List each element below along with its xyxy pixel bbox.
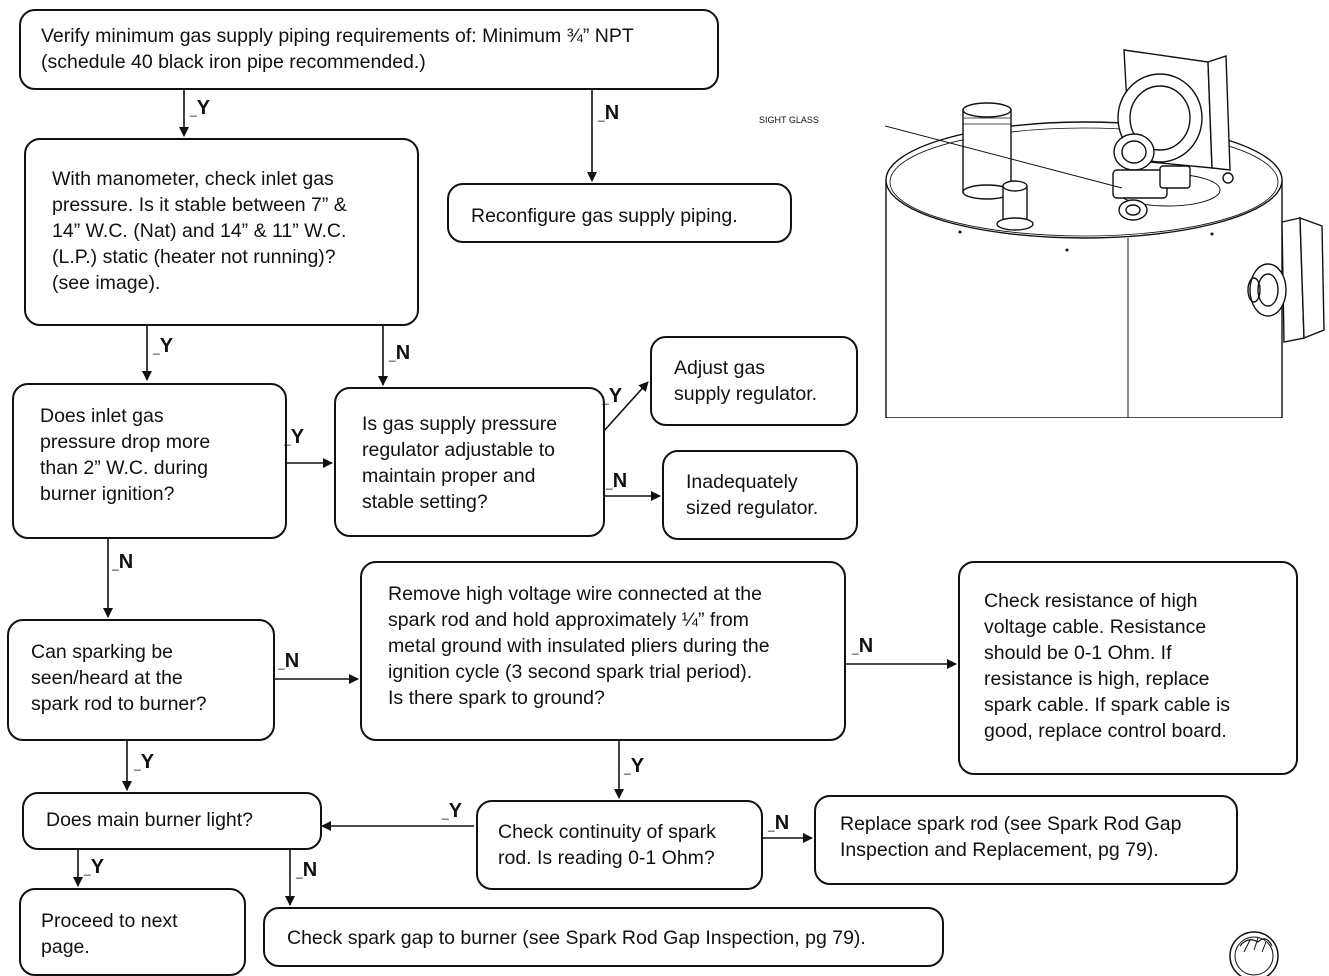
box-proceed-next-text: Proceed to next page. xyxy=(41,910,178,958)
label-yes-b8-b11: Y xyxy=(134,752,154,774)
label-no-b5-b7: N xyxy=(606,471,627,493)
box-verify-piping-text: Verify minimum gas supply piping require… xyxy=(41,25,634,73)
box-check-inlet-pressure-text: With manometer, check inlet gas pressure… xyxy=(52,168,347,294)
arrow-b5-b6 xyxy=(602,381,649,433)
box-sparking-seen: Can sparking be seen/heard at the spark … xyxy=(7,619,275,741)
label-no-b1-b3: N xyxy=(598,103,619,125)
box-replace-spark-rod-text: Replace spark rod (see Spark Rod Gap Ins… xyxy=(840,813,1182,861)
label-no-b11-b15: N xyxy=(296,860,317,882)
label-no-b9-b10: N xyxy=(852,636,873,658)
box-regulator-adjustable: Is gas supply pressure regulator adjusta… xyxy=(334,387,605,537)
box-inadequate-regulator: Inadequately sized regulator. xyxy=(662,450,858,540)
box-reconfigure-piping: Reconfigure gas supply piping. xyxy=(447,183,792,243)
box-reconfigure-piping-text: Reconfigure gas supply piping. xyxy=(471,205,738,227)
certification-seal xyxy=(1229,931,1279,976)
box-check-hv-resistance-text: Check resistance of high voltage cable. … xyxy=(984,590,1231,742)
box-spark-rod-continuity: Check continuity of spark rod. Is readin… xyxy=(476,800,763,890)
box-check-spark-gap-text: Check spark gap to burner (see Spark Rod… xyxy=(287,927,866,949)
label-yes-b1-b2: Y xyxy=(190,98,210,120)
box-remove-hv-wire: Remove high voltage wire connected at th… xyxy=(360,561,846,741)
box-burner-light-text: Does main burner light? xyxy=(46,809,254,831)
water-heater-image xyxy=(885,49,1325,418)
box-proceed-next: Proceed to next page. xyxy=(19,888,246,976)
box-pressure-drop: Does inlet gas pressure drop more than 2… xyxy=(12,383,287,539)
label-no-b12-b13: N xyxy=(768,813,789,835)
box-check-hv-resistance: Check resistance of high voltage cable. … xyxy=(958,561,1298,775)
label-yes-b2-b4: Y xyxy=(153,336,173,358)
label-yes-b12-b11: Y xyxy=(442,801,462,823)
label-no-b2-b5: N xyxy=(389,343,410,365)
box-verify-piping: Verify minimum gas supply piping require… xyxy=(19,9,719,90)
box-check-inlet-pressure: With manometer, check inlet gas pressure… xyxy=(24,138,419,326)
box-remove-hv-wire-text: Remove high voltage wire connected at th… xyxy=(388,583,770,709)
label-yes-b11-b14: Y xyxy=(84,857,104,879)
sight-glass-label: SIGHT GLASS xyxy=(759,115,819,125)
box-pressure-drop-text: Does inlet gas pressure drop more than 2… xyxy=(40,405,211,505)
box-replace-spark-rod: Replace spark rod (see Spark Rod Gap Ins… xyxy=(814,795,1238,885)
label-yes-b5-b6: Y xyxy=(602,386,622,408)
box-adjust-regulator-text: Adjust gas supply regulator. xyxy=(674,357,818,405)
box-inadequate-regulator-text: Inadequately sized regulator. xyxy=(686,471,819,519)
label-yes-b9-b12: Y xyxy=(624,756,644,778)
box-burner-light: Does main burner light? xyxy=(22,792,322,850)
label-yes-b4-b5: Y xyxy=(284,427,304,449)
box-adjust-regulator: Adjust gas supply regulator. xyxy=(650,336,858,426)
label-no-b8-b9: N xyxy=(278,651,299,673)
label-no-b4-b8: N xyxy=(112,552,133,574)
box-check-spark-gap: Check spark gap to burner (see Spark Rod… xyxy=(263,907,944,967)
box-spark-rod-continuity-text: Check continuity of spark rod. Is readin… xyxy=(498,821,716,869)
box-sparking-seen-text: Can sparking be seen/heard at the spark … xyxy=(31,641,207,715)
box-regulator-adjustable-text: Is gas supply pressure regulator adjusta… xyxy=(362,413,558,513)
